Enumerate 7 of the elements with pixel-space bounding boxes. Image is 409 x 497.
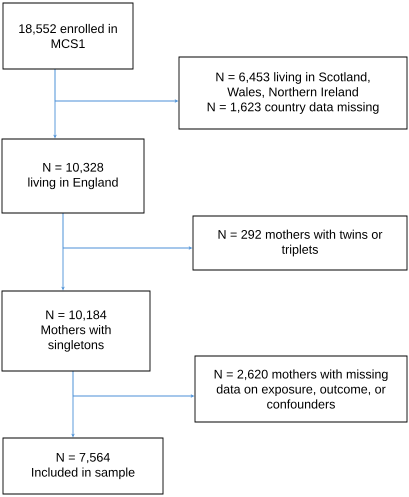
process-box: N = 10,328 living in England <box>2 138 144 214</box>
process-box: N = 7,564 Included in sample <box>2 438 164 494</box>
process-box: N = 2,620 mothers with missing data on exposure, outcome, or confounders <box>194 356 408 422</box>
process-box: N = 10,184 Mothers with singletons <box>2 290 150 372</box>
process-box: N = 292 mothers with twins or triplets <box>192 216 408 270</box>
process-box: 18,552 enrolled in MCS1 <box>2 2 134 70</box>
process-box: N = 6,453 living in Scotland, Wales, Northern Ireland N = 1,623 country data missing <box>178 56 408 130</box>
